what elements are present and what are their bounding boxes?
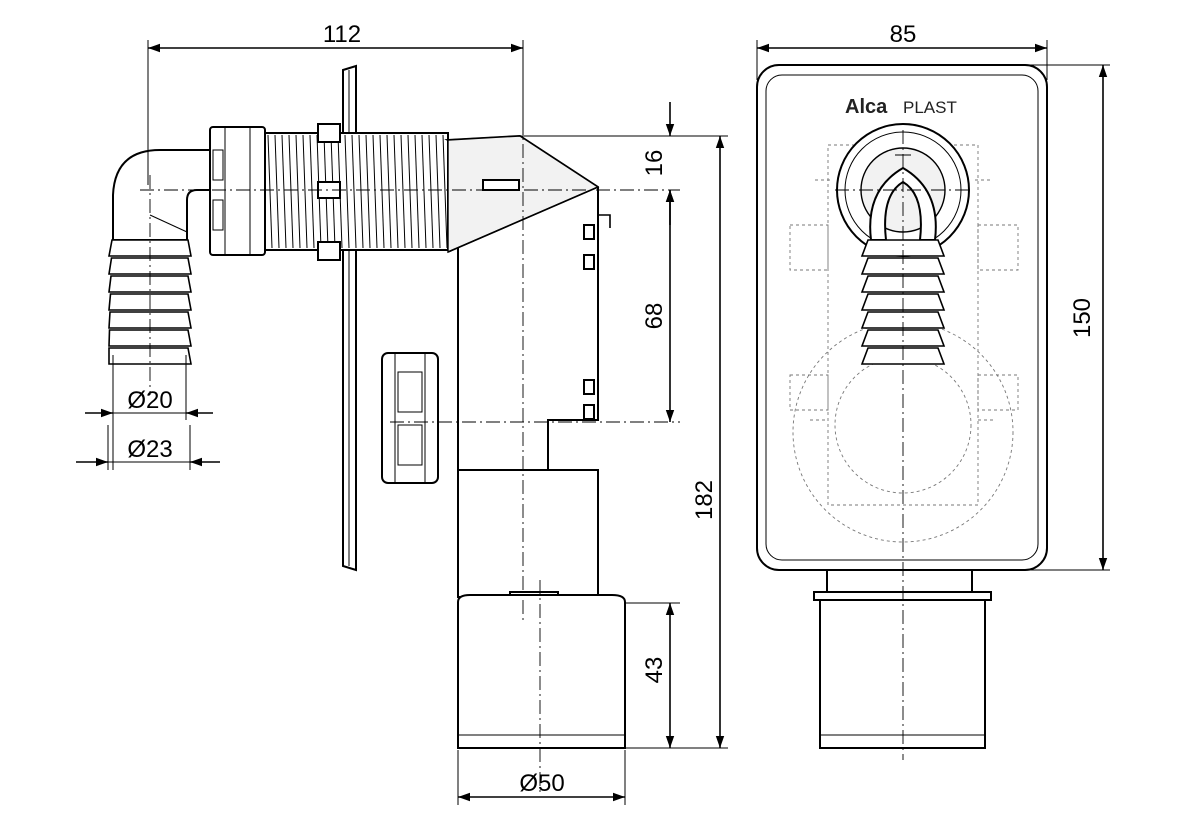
brand-logo-bold: Alca [845,96,888,118]
dimension-lines: 112 85 150 182 16 68 43 Ø20 [76,21,1110,805]
dim-150: 150 [1069,298,1096,338]
dim-85: 85 [890,21,917,48]
dim-68: 68 [641,303,668,330]
dim-16: 16 [641,150,668,177]
dim-43: 43 [641,657,668,684]
dim-d20: Ø20 [127,387,172,414]
dim-d23: Ø23 [127,436,172,463]
front-view: Alca PLAST [756,64,1048,760]
dim-d50: Ø50 [519,770,564,797]
dim-112: 112 [323,21,361,48]
dim-182: 182 [691,480,718,520]
hose-front [860,239,946,365]
side-view [108,64,680,795]
brand-logo-regular: PLAST [903,98,957,117]
